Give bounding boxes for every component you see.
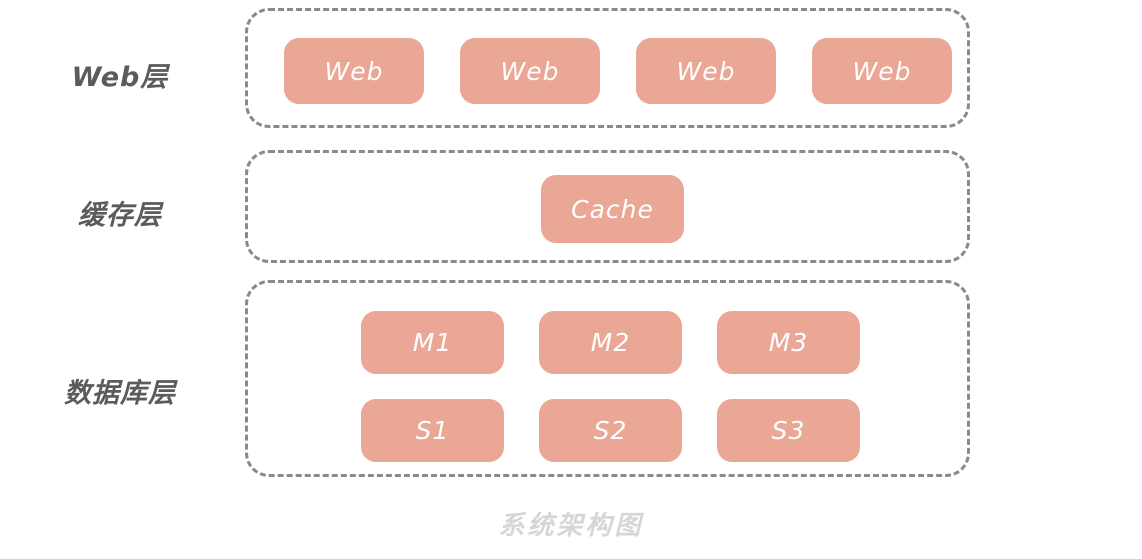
- node-db-master-3[interactable]: M3: [717, 311, 860, 374]
- layer-group-cache: Cache: [245, 150, 970, 263]
- node-web-4[interactable]: Web: [812, 38, 952, 104]
- node-db-slave-2[interactable]: S2: [539, 399, 682, 462]
- layer-label-cache: 缓存层: [78, 200, 162, 231]
- layer-group-web: Web Web Web Web: [245, 8, 970, 128]
- node-db-slave-1[interactable]: S1: [361, 399, 504, 462]
- layer-label-web: Web层: [71, 62, 169, 93]
- node-web-3[interactable]: Web: [636, 38, 776, 104]
- node-web-1[interactable]: Web: [284, 38, 424, 104]
- node-db-master-2[interactable]: M2: [539, 311, 682, 374]
- layer-group-database: M1 M2 M3 S1 S2 S3: [245, 280, 970, 477]
- node-cache[interactable]: Cache: [541, 175, 684, 243]
- node-db-master-1[interactable]: M1: [361, 311, 504, 374]
- diagram-caption: 系统架构图: [498, 511, 644, 541]
- node-db-slave-3[interactable]: S3: [717, 399, 860, 462]
- layer-label-database: 数据库层: [64, 378, 176, 409]
- node-web-2[interactable]: Web: [460, 38, 600, 104]
